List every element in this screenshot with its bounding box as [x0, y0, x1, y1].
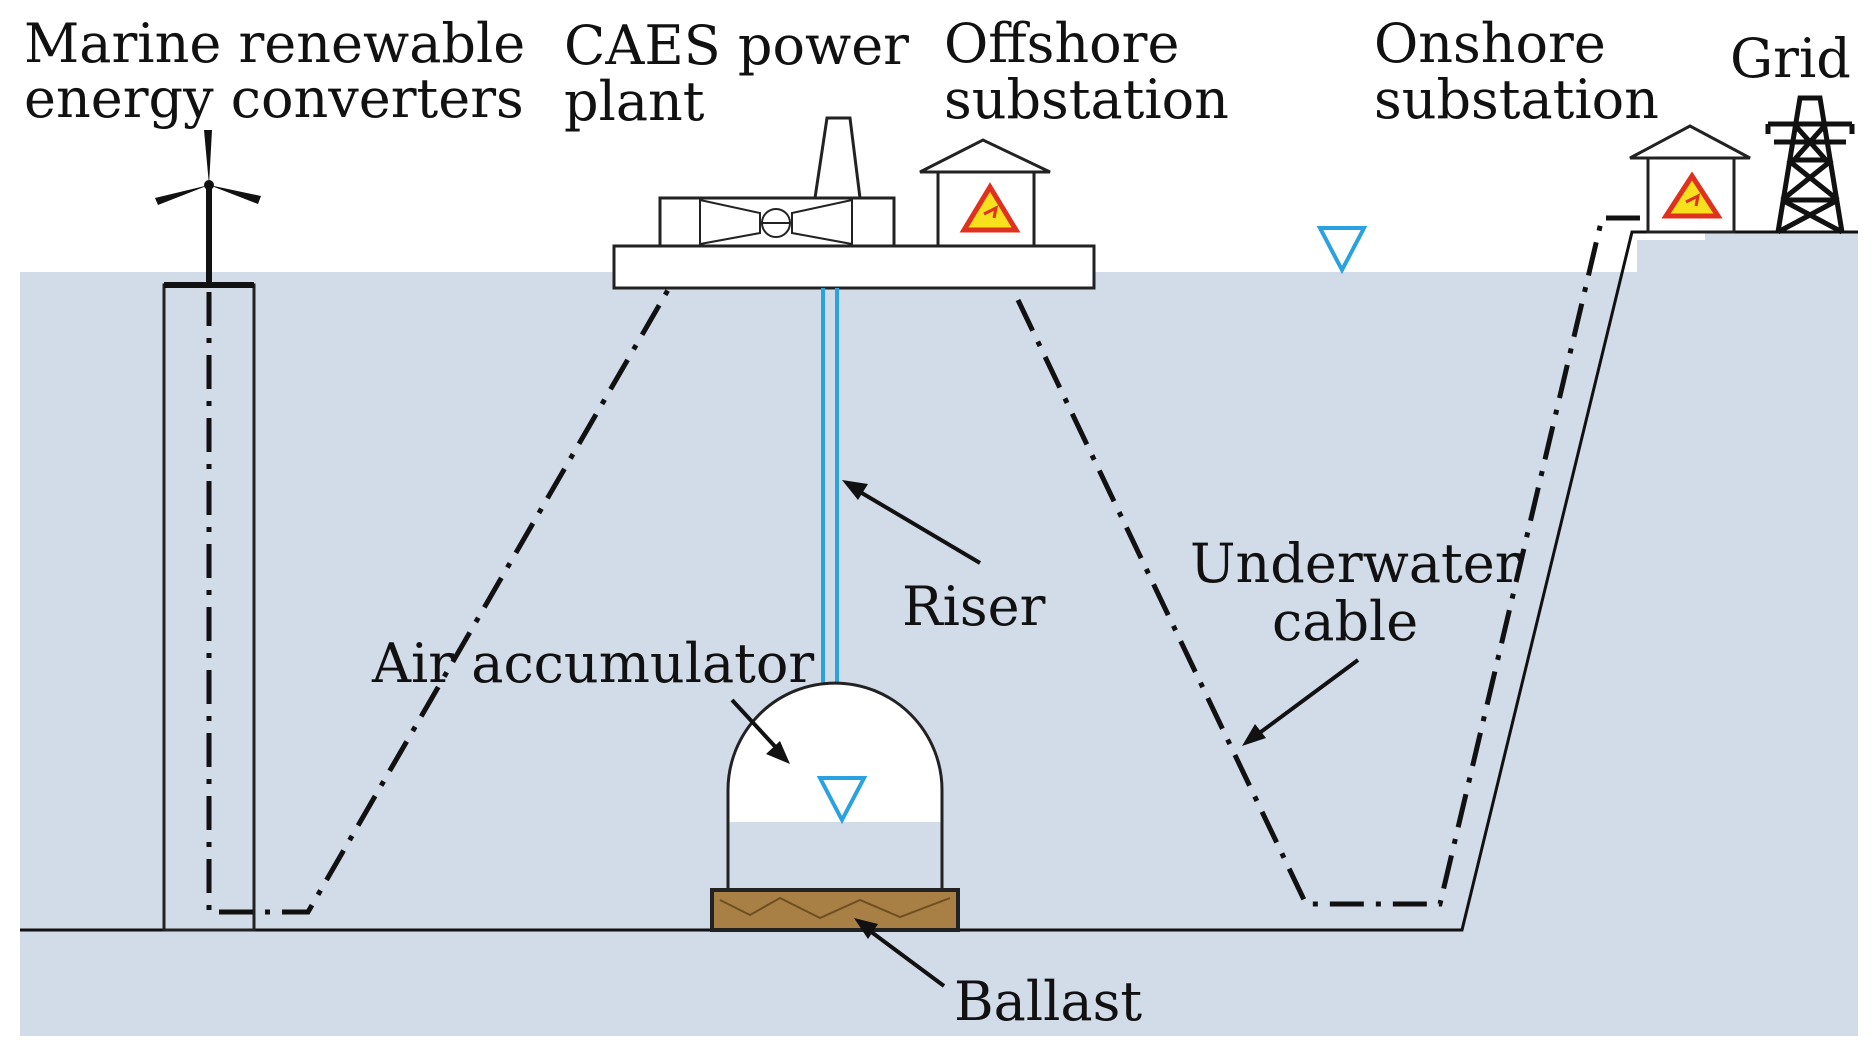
riser-pipe	[821, 288, 839, 695]
label-offshore-line2: substation	[944, 68, 1229, 131]
accumulator-water-level-marker	[816, 776, 868, 825]
underwater-cable-arrow	[1248, 658, 1360, 742]
label-ballast: Ballast	[954, 970, 1142, 1033]
cable-platform-to-shore	[1015, 215, 1650, 907]
label-caes-line2: plant	[564, 70, 705, 133]
label-underwater-line1: Underwater	[1190, 532, 1521, 595]
label-underwater-line2: cable	[1272, 590, 1418, 653]
riser-arrow	[848, 484, 982, 565]
platform-deck	[612, 244, 1096, 290]
label-onshore-line1: Onshore	[1374, 12, 1606, 75]
label-riser: Riser	[902, 575, 1046, 638]
wind-turbine-icon	[155, 130, 261, 932]
ballast-arrow	[860, 923, 946, 988]
annotation-arrows	[730, 480, 1360, 988]
onshore-substation-icon	[1629, 124, 1751, 234]
label-air-accumulator: Air accumulator	[371, 632, 814, 695]
label-onshore-line2: substation	[1374, 68, 1659, 131]
label-marine-renewable-line2: energy converters	[24, 67, 524, 130]
offshore-substation-icon	[919, 138, 1051, 248]
air-accumulator-arrow	[730, 698, 784, 756]
caes-platform	[612, 116, 1096, 290]
label-grid: Grid	[1730, 27, 1851, 90]
sea-water	[20, 232, 1858, 1036]
water-level-marker	[1316, 226, 1368, 275]
cable-turbine-to-platform	[206, 288, 671, 915]
label-caes-line1: CAES power	[564, 14, 909, 77]
label-marine-renewable-line1: Marine renewable	[24, 12, 525, 75]
transmission-tower-icon	[1765, 95, 1855, 235]
caes-chimney	[813, 116, 862, 200]
label-offshore-line1: Offshore	[944, 12, 1179, 75]
